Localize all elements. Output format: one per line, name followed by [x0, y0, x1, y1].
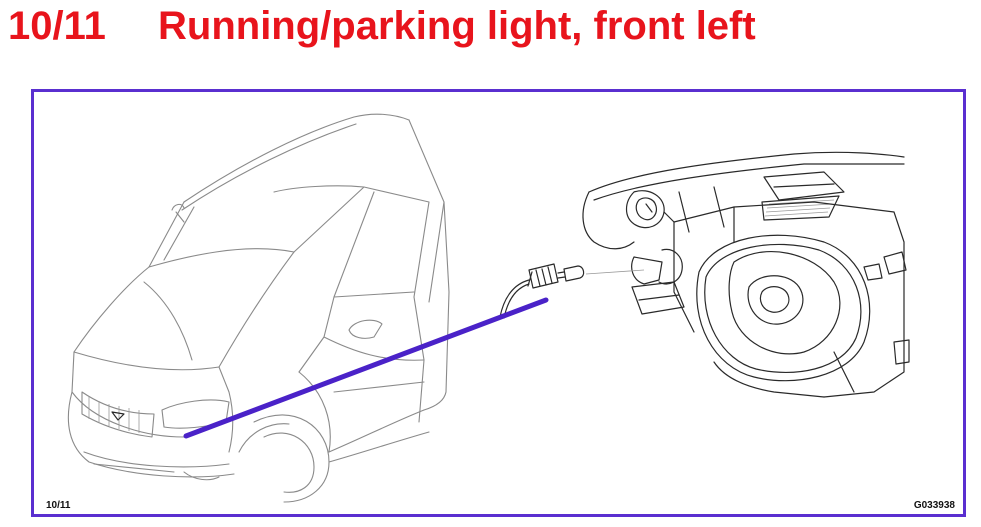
car-drawing [67, 113, 450, 503]
headlamp-assembly-drawing [582, 151, 910, 398]
page-title: 10/11 Running/parking light, front left [8, 2, 756, 50]
figure-id: G033938 [913, 500, 955, 511]
illustration-frame: 10/11 G033938 [31, 89, 966, 517]
illustration [67, 113, 910, 503]
step-number: 10/11 [8, 4, 106, 48]
step-title: Running/parking light, front left [158, 4, 756, 48]
location-pointer-line [183, 297, 549, 439]
step-caption: 10/11 [46, 500, 71, 511]
